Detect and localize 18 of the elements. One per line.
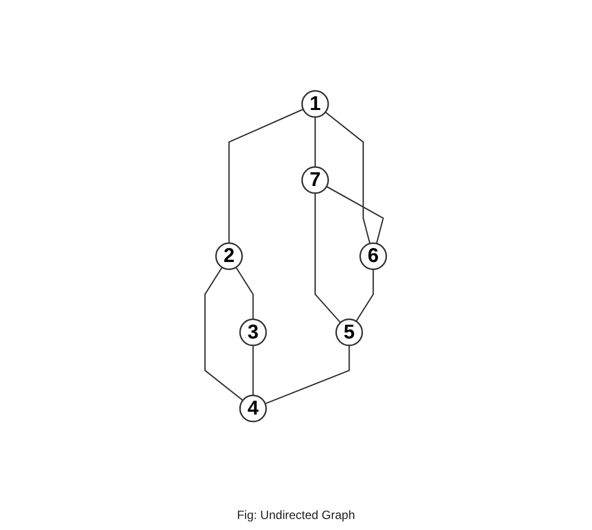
connector [265, 345, 350, 404]
node-circle: 1 [302, 90, 330, 118]
connector [236, 266, 254, 320]
node-circle: 5 [336, 318, 364, 346]
connector [326, 186, 384, 244]
connector [356, 269, 374, 322]
connector [204, 266, 244, 401]
node-circle: 4 [240, 394, 268, 422]
node-circle: 3 [240, 318, 268, 346]
figure-caption: Fig: Undirected Graph [236, 508, 356, 522]
node-circle: 2 [216, 242, 244, 270]
connector [314, 116, 316, 167]
connector [252, 345, 254, 396]
node-circle: 7 [302, 166, 330, 194]
connector [314, 192, 342, 323]
connector [325, 111, 371, 244]
connector [228, 108, 304, 243]
node-circle: 6 [360, 242, 388, 270]
